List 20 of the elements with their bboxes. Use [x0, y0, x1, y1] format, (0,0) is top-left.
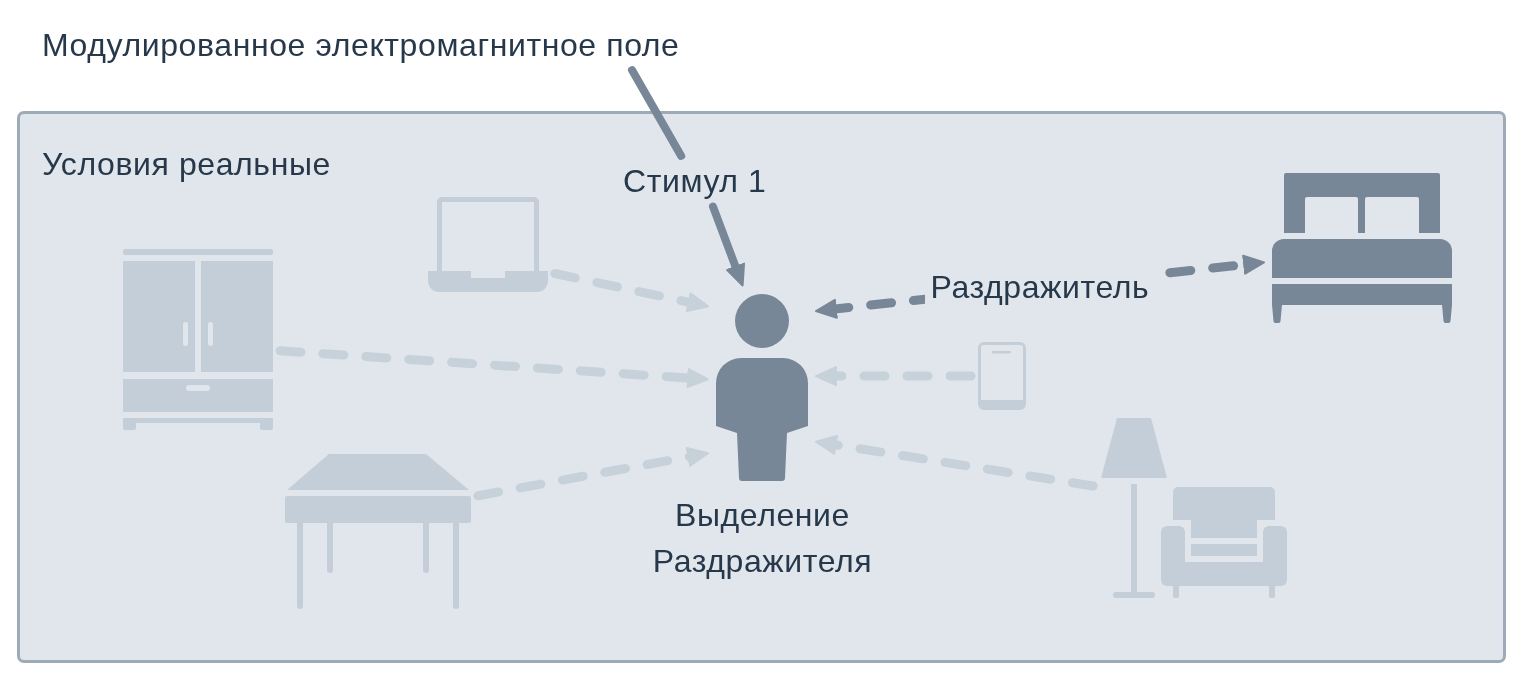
- bed-icon: [1272, 172, 1452, 324]
- lamp-armchair-icon: [1100, 417, 1288, 599]
- wardrobe-icon: [123, 249, 273, 430]
- laptop-icon: [428, 197, 548, 292]
- phone-icon: [978, 342, 1026, 410]
- table-icon: [285, 453, 471, 610]
- dashed-arrow: [814, 434, 1098, 491]
- panel: [17, 111, 1506, 663]
- dashed-arrow: [815, 366, 976, 387]
- panel-title: Условия реальные: [42, 145, 331, 183]
- dashed-arrow: [473, 447, 710, 501]
- annotation-text: Модулированное электромагнитное поле: [42, 26, 680, 64]
- node-label: Выделение Раздражителя: [651, 496, 874, 581]
- stimulus-label: Стимул 1: [623, 162, 767, 200]
- dashed-arrow: [550, 269, 710, 312]
- dashed-arrow: [275, 346, 709, 389]
- edge-label: Раздражитель: [924, 267, 1156, 306]
- person-icon: [716, 293, 808, 482]
- connector-line: [628, 66, 686, 160]
- arrow: [709, 202, 745, 287]
